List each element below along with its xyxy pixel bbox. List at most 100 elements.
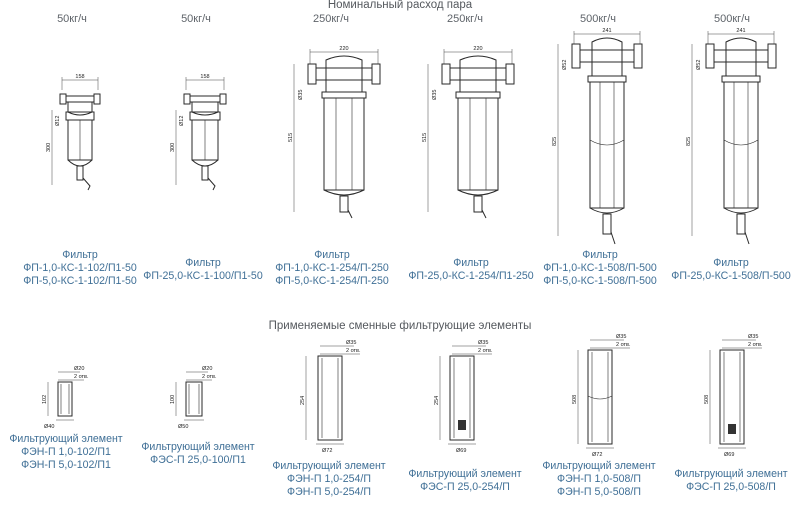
dim-holes: 2 отв.: [346, 348, 361, 354]
element-caption-line: ФЭС-П 25,0-508/П: [686, 481, 776, 493]
element-caption-title: Фильтрующий элемент: [272, 460, 386, 472]
dim-dn: Ø35: [432, 90, 438, 100]
dim-length: 102: [42, 395, 48, 404]
element-caption-line: ФЭН-П 5,0-508/П: [557, 486, 641, 498]
element-caption: Фильтрующий элемент ФЭН-П 1,0-102/П1 ФЭН…: [0, 433, 132, 472]
flow-label: 500кг/ч: [580, 13, 616, 25]
dim-height: 515: [288, 133, 294, 142]
filter-caption-title: Фильтр: [453, 257, 489, 269]
element-caption-line: ФЭН-П 1,0-508/П: [557, 473, 641, 485]
dim-top: Ø35: [478, 340, 488, 346]
dim-bottom: Ø50: [178, 424, 188, 430]
filter-drawing: 241 825 Ø52: [686, 28, 777, 245]
element-caption: Фильтрующий элемент ФЭС-П 25,0-254/П: [398, 468, 532, 494]
dim-width: 241: [602, 28, 611, 34]
element-drawing: Ø35 2 отв. 508 Ø72: [572, 334, 631, 458]
element-drawing: Ø35 2 отв. 254 Ø72: [300, 340, 361, 454]
element-caption: Фильтрующий элемент ФЭН-П 1,0-254/П ФЭН-…: [262, 460, 396, 499]
element-caption-line: ФЭС-П 25,0-100/П1: [150, 454, 246, 466]
element-caption-title: Фильтрующий элемент: [141, 441, 255, 453]
dim-width: 241: [736, 28, 745, 34]
element-caption: Фильтрующий элемент ФЭС-П 25,0-508/П: [664, 468, 798, 494]
dim-bottom: Ø72: [322, 448, 332, 454]
filter-caption-line: ФП-1,0-КС-1-102/П1-50: [23, 262, 137, 274]
dim-bottom: Ø40: [44, 424, 54, 430]
flow-title: Номинальный расход пара: [327, 0, 473, 11]
dim-length: 254: [434, 396, 440, 405]
filter-caption-line: ФП-1,0-КС-1-254/П-250: [275, 262, 389, 274]
dim-bottom: Ø72: [592, 452, 602, 458]
filter-drawing: 220 515 Ø35: [288, 46, 381, 219]
dim-holes: 2 отв.: [74, 374, 89, 380]
element-caption-line: ФЭН-П 1,0-254/П: [287, 473, 371, 485]
dim-height: 300: [170, 143, 176, 152]
dim-top: Ø20: [74, 366, 84, 372]
filter-caption-title: Фильтр: [62, 249, 98, 261]
dim-holes: 2 отв.: [748, 342, 763, 348]
filter-drawing: 158 300 Ø12: [170, 74, 227, 191]
flow-label: 250кг/ч: [313, 13, 349, 25]
filter-caption-title: Фильтр: [713, 257, 749, 269]
dim-dn: Ø52: [562, 60, 568, 70]
element-caption-line: ФЭН-П 5,0-102/П1: [21, 459, 111, 471]
element-caption-title: Фильтрующий элемент: [408, 468, 522, 480]
dim-length: 508: [704, 395, 710, 404]
filter-caption: Фильтр ФП-1,0-КС-1-254/П-250 ФП-5,0-КС-1…: [262, 249, 402, 288]
element-drawing: Ø20 2 отв. 102 Ø40: [42, 366, 89, 430]
filter-caption-line: ФП-25,0-КС-1-254/П1-250: [408, 270, 534, 282]
dim-bottom: Ø69: [724, 452, 734, 458]
dim-width: 220: [339, 46, 348, 52]
flow-label: 50кг/ч: [57, 13, 87, 25]
filter-caption: Фильтр ФП-25,0-КС-1-508/П-500: [662, 257, 800, 283]
dim-dn: Ø12: [55, 116, 61, 126]
element-caption-line: ФЭН-П 1,0-102/П1: [21, 446, 111, 458]
dim-holes: 2 отв.: [478, 348, 493, 354]
filter-drawing: 220 515 Ø35: [422, 46, 515, 219]
element-drawing: Ø35 2 отв. 254 Ø69: [434, 340, 493, 454]
filter-caption-line: ФП-25,0-КС-1-100/П1-50: [143, 270, 263, 282]
dim-width: 220: [473, 46, 482, 52]
dim-holes: 2 отв.: [616, 342, 631, 348]
element-caption: Фильтрующий элемент ФЭС-П 25,0-100/П1: [131, 441, 265, 467]
filter-caption-line: ФП-5,0-КС-1-254/П-250: [275, 275, 389, 287]
dim-bottom: Ø69: [456, 448, 466, 454]
filter-caption: Фильтр ФП-25,0-КС-1-254/П1-250: [396, 257, 546, 283]
dim-length: 100: [170, 395, 176, 404]
element-caption: Фильтрующий элемент ФЭН-П 1,0-508/П ФЭН-…: [532, 460, 666, 499]
filter-caption-title: Фильтр: [185, 257, 221, 269]
filter-caption: Фильтр ФП-25,0-КС-1-100/П1-50: [128, 257, 278, 283]
dim-top: Ø35: [346, 340, 356, 346]
dim-top: Ø20: [202, 366, 212, 372]
element-caption-title: Фильтрующий элемент: [542, 460, 656, 472]
elements-title: Применяемые сменные фильтрующие элементы: [268, 320, 532, 332]
element-caption-title: Фильтрующий элемент: [674, 468, 788, 480]
dim-length: 254: [300, 396, 306, 405]
element-drawing: Ø20 2 отв. 100 Ø50: [170, 366, 217, 430]
dim-width: 158: [75, 74, 84, 80]
element-caption-line: ФЭС-П 25,0-254/П: [420, 481, 510, 493]
filter-caption-line: ФП-1,0-КС-1-508/П-500: [543, 262, 657, 274]
element-drawing: Ø35 2 отв. 508 Ø69: [704, 334, 763, 458]
filter-drawing: 241 825 Ø52: [552, 28, 643, 245]
element-caption-line: ФЭН-П 5,0-254/П: [287, 486, 371, 498]
dim-dn: Ø35: [298, 90, 304, 100]
dim-top: Ø35: [616, 334, 626, 340]
flow-label: 50кг/ч: [181, 13, 211, 25]
flow-label: 250кг/ч: [447, 13, 483, 25]
flow-label: 500кг/ч: [714, 13, 750, 25]
dim-holes: 2 отв.: [202, 374, 217, 380]
filter-caption: Фильтр ФП-1,0-КС-1-102/П1-50 ФП-5,0-КС-1…: [0, 249, 160, 288]
dim-length: 508: [572, 395, 578, 404]
filter-caption-line: ФП-25,0-КС-1-508/П-500: [671, 270, 791, 282]
element-caption-title: Фильтрующий элемент: [9, 433, 123, 445]
filter-caption-title: Фильтр: [314, 249, 350, 261]
dim-height: 515: [422, 133, 428, 142]
dim-height: 825: [552, 137, 558, 146]
filter-caption: Фильтр ФП-1,0-КС-1-508/П-500 ФП-5,0-КС-1…: [530, 249, 670, 288]
dim-top: Ø35: [748, 334, 758, 340]
filter-drawing: 158 300 Ø12: [46, 74, 101, 191]
filter-caption-line: ФП-5,0-КС-1-508/П-500: [543, 275, 657, 287]
dim-height: 825: [686, 137, 692, 146]
filter-caption-title: Фильтр: [582, 249, 618, 261]
